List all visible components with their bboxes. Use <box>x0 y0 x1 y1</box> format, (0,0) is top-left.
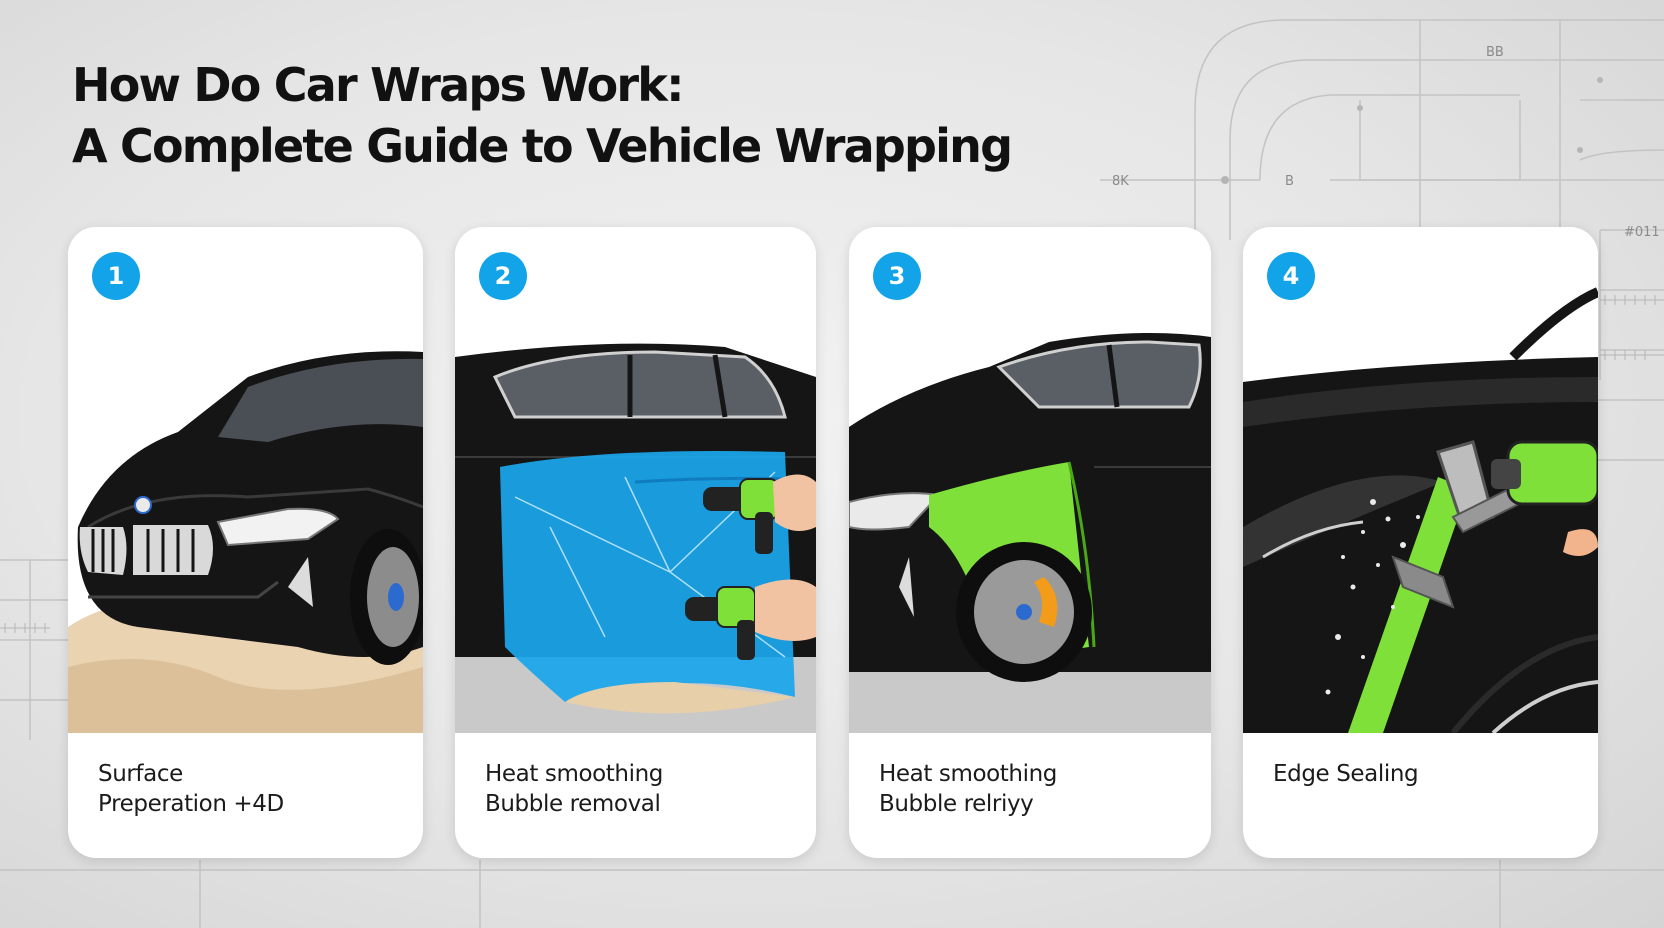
step-caption-2: Heat smoothing Bubble removal <box>485 759 663 819</box>
heat-gun-icon <box>685 579 816 660</box>
step-card-4: 4 Edge Sealing <box>1243 227 1598 858</box>
blueprint-label: BB <box>1486 45 1504 60</box>
step-caption-3: Heat smoothing Bubble relriyy <box>879 759 1057 819</box>
step-badge-2: 2 <box>479 252 527 300</box>
title-line-1: How Do Car Wraps Work: <box>72 58 684 112</box>
edge-sealing-illustration <box>1243 227 1598 733</box>
step-caption-1: Surface Preperation +4D <box>98 759 284 819</box>
title-line-2: A Complete Guide to Vehicle Wrapping <box>72 119 1013 174</box>
page-title: How Do Car Wraps Work: A Complete Guide … <box>72 58 1013 174</box>
step-caption-4: Edge Sealing <box>1273 759 1419 789</box>
step-badge-3: 3 <box>873 252 921 300</box>
caption-line: Bubble relriyy <box>879 791 1034 817</box>
caption-line: Edge Sealing <box>1273 761 1419 787</box>
caption-line: Bubble removal <box>485 791 661 817</box>
caption-line: Preperation +4D <box>98 791 284 817</box>
car-front-illustration <box>68 227 423 733</box>
heat-gun-icon <box>703 474 816 554</box>
step-badge-1: 1 <box>92 252 140 300</box>
step-card-1: 1 Surface Preperation +4D <box>68 227 423 858</box>
step-card-3: 3 Heat smoothing Bubble relriyy <box>849 227 1211 858</box>
blue-film-illustration <box>455 227 816 733</box>
blueprint-label: #011 <box>1624 225 1660 240</box>
caption-line: Heat smoothing <box>879 761 1057 787</box>
blueprint-label: B <box>1285 174 1294 189</box>
step-card-2: 2 Heat smoothing Bubble removal <box>455 227 816 858</box>
caption-line: Heat smoothing <box>485 761 663 787</box>
caption-line: Surface <box>98 761 183 787</box>
blueprint-label: 8K <box>1112 174 1129 189</box>
step-badge-4: 4 <box>1267 252 1315 300</box>
green-wrap-illustration <box>849 227 1211 733</box>
sealing-tool-icon <box>1391 440 1598 609</box>
